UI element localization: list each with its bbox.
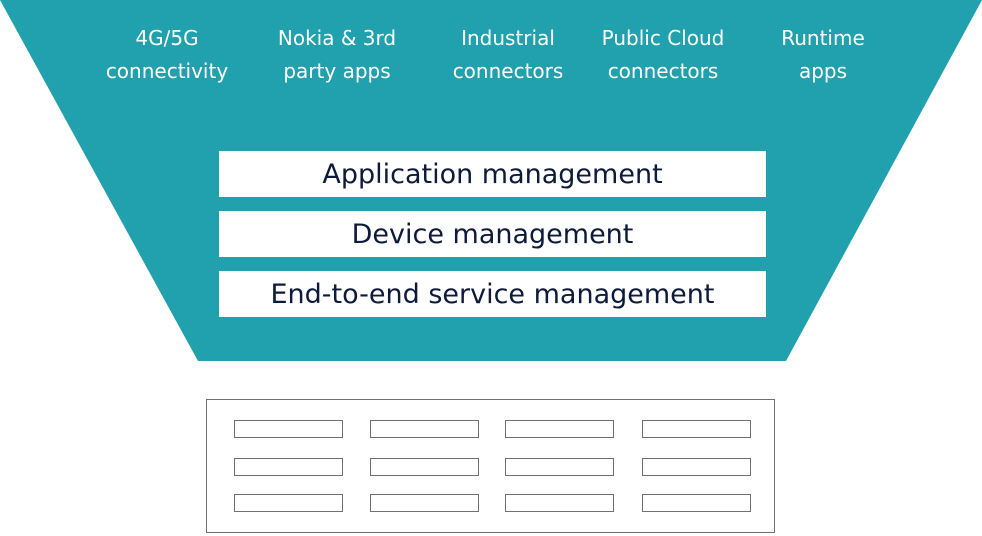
label-apps: Nokia & 3rd party apps (277, 26, 397, 83)
device-port-slot (234, 420, 343, 438)
device-port-slot (370, 420, 479, 438)
application-management-bar: Application management (219, 151, 766, 197)
device-port-slot (642, 420, 751, 438)
edge-device (206, 399, 775, 533)
device-port-slot (370, 458, 479, 476)
device-port-slot (505, 420, 614, 438)
device-port-slot (642, 494, 751, 512)
service-management-bar: End-to-end service management (219, 271, 766, 317)
device-port-slot (234, 494, 343, 512)
label-connectivity: 4G/5G connectivity (105, 26, 229, 83)
device-management-bar: Device management (219, 211, 766, 257)
device-port-slot (642, 458, 751, 476)
device-port-slot (370, 494, 479, 512)
device-port-slot (234, 458, 343, 476)
device-port-slot (505, 458, 614, 476)
label-runtime-apps: Runtime apps (781, 26, 865, 83)
label-industrial-connectors: Industrial connectors (452, 26, 564, 83)
label-cloud-connectors: Public Cloud connectors (601, 26, 725, 83)
device-port-slot (505, 494, 614, 512)
